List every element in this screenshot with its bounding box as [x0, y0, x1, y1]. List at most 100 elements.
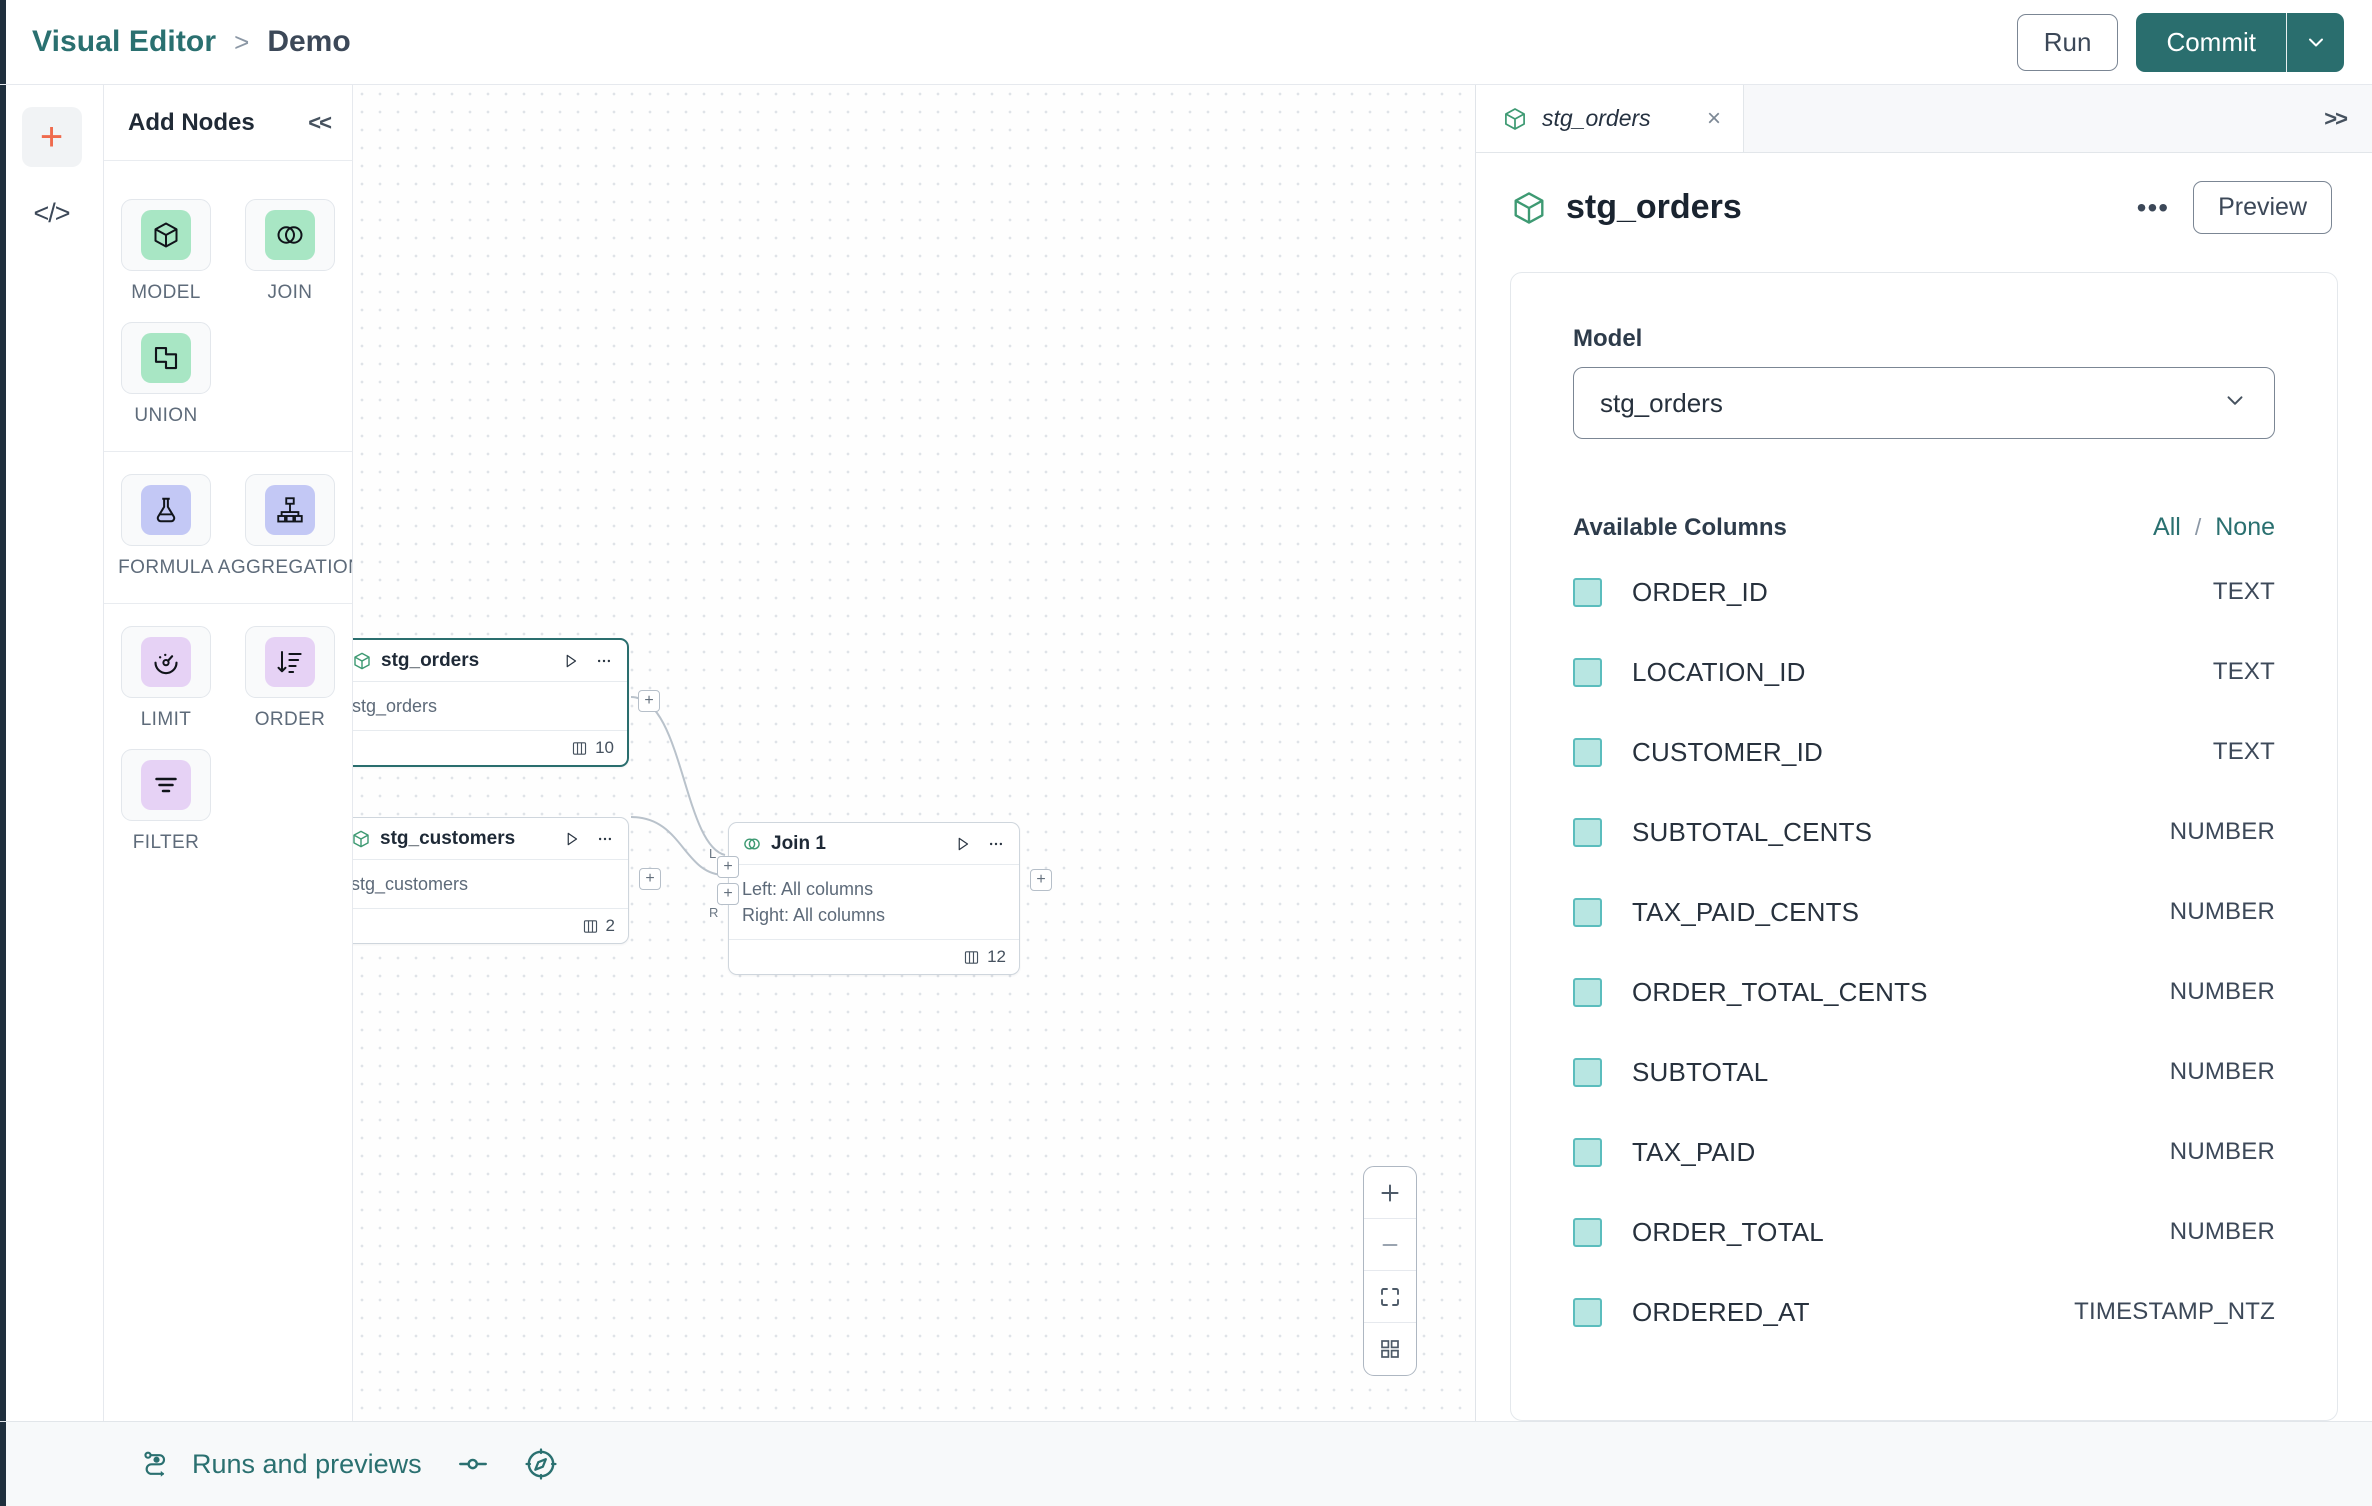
node-column-count: 12: [987, 947, 1006, 967]
node-type-label: LIMIT: [140, 709, 192, 730]
node-output-port[interactable]: +: [1030, 869, 1052, 891]
commit-dropdown-button[interactable]: [2286, 12, 2344, 72]
tab-stg-orders[interactable]: stg_orders ×: [1476, 85, 1744, 152]
column-checkbox[interactable]: [1573, 977, 1602, 1007]
main-body: + </> Add Nodes <<: [0, 85, 2372, 1421]
node-type-limit[interactable]: LIMIT: [104, 618, 228, 735]
node-swatch: [141, 333, 191, 383]
canvas-node-stg-orders[interactable]: stg_orders stg_orders: [353, 638, 660, 768]
node-header: stg_customers: [353, 818, 628, 860]
play-icon[interactable]: [563, 830, 581, 848]
column-row[interactable]: ORDER_TOTAL NUMBER: [1573, 1192, 2275, 1272]
cube-icon: [1505, 107, 1525, 130]
preview-button[interactable]: Preview: [2193, 181, 2332, 234]
node-type-label: JOIN: [267, 282, 313, 303]
node-title: Join 1: [771, 833, 826, 854]
canvas-node-stg-customers[interactable]: stg_customers stg_customers: [353, 817, 661, 945]
column-checkbox[interactable]: [1573, 817, 1602, 847]
runs-and-previews-label: Runs and previews: [192, 1448, 422, 1479]
node-tile: [245, 626, 335, 698]
column-row[interactable]: ORDER_ID TEXT: [1573, 552, 2275, 632]
zoom-in-button[interactable]: [1364, 1167, 1416, 1219]
column-row[interactable]: LOCATION_ID TEXT: [1573, 632, 2275, 712]
node-type-formula[interactable]: FORMULA: [104, 466, 228, 583]
venn-icon: [744, 838, 760, 850]
minimap-toggle-button[interactable]: [1364, 1323, 1416, 1375]
column-checkbox[interactable]: [1573, 1137, 1602, 1167]
join-right-port-label: R: [709, 905, 719, 920]
canvas-node-join-1[interactable]: Join 1 Left: All columns Right: All colu…: [709, 822, 1052, 976]
column-row[interactable]: ORDER_TOTAL_CENTS NUMBER: [1573, 952, 2275, 1032]
more-options-icon[interactable]: [986, 835, 1006, 853]
columns-icon: [964, 950, 979, 964]
column-name: SUBTOTAL_CENTS: [1632, 816, 1873, 847]
play-icon[interactable]: [954, 835, 972, 853]
node-type-label: FILTER: [132, 832, 200, 853]
column-checkbox[interactable]: [1573, 1217, 1602, 1247]
slider-toggle-icon[interactable]: [456, 1447, 490, 1481]
node-type-aggregation[interactable]: AGGREGATION: [218, 466, 352, 583]
venn-icon: [277, 226, 303, 244]
column-type: NUMBER: [2169, 818, 2275, 845]
column-checkbox[interactable]: [1573, 657, 1602, 687]
add-nodes-panel: Add Nodes <<: [104, 85, 353, 1421]
select-none-link[interactable]: None: [2215, 513, 2275, 541]
column-checkbox[interactable]: [1573, 1297, 1602, 1327]
column-checkbox[interactable]: [1573, 897, 1602, 927]
expand-panel-button[interactable]: >>: [2324, 105, 2348, 131]
column-type: NUMBER: [2169, 898, 2275, 925]
model-field-label: Model: [1573, 325, 1643, 352]
node-type-order[interactable]: ORDER: [228, 618, 352, 735]
edge-orders-to-join: [630, 696, 726, 856]
close-icon[interactable]: ×: [1706, 104, 1721, 132]
aggregation-icon: [277, 497, 303, 523]
play-icon[interactable]: [562, 652, 580, 670]
more-options-icon[interactable]: [595, 830, 615, 848]
node-header: Join 1: [729, 823, 1019, 865]
column-checkbox[interactable]: [1573, 737, 1602, 767]
join-left-input-port[interactable]: +: [717, 856, 739, 878]
model-select[interactable]: stg_orders: [1573, 367, 2275, 439]
column-name: TAX_PAID_CENTS: [1632, 896, 1860, 927]
node-output-port[interactable]: +: [638, 690, 660, 712]
compass-icon[interactable]: [524, 1447, 558, 1481]
code-view-rail-button[interactable]: </>: [22, 183, 82, 243]
column-row[interactable]: ORDERED_AT TIMESTAMP_NTZ: [1573, 1272, 2275, 1352]
select-all-link[interactable]: All: [2153, 513, 2181, 541]
join-right-input-port[interactable]: +: [717, 883, 739, 905]
column-row[interactable]: SUBTOTAL_CENTS NUMBER: [1573, 792, 2275, 872]
node-type-join[interactable]: JOIN: [228, 191, 352, 308]
flow-canvas[interactable]: stg_orders stg_orders: [353, 85, 1475, 1421]
column-row[interactable]: CUSTOMER_ID TEXT: [1573, 712, 2275, 792]
add-node-rail-button[interactable]: +: [21, 107, 82, 167]
node-type-model[interactable]: MODEL: [104, 191, 228, 308]
node-tile: [245, 474, 335, 546]
column-row[interactable]: TAX_PAID_CENTS NUMBER: [1573, 872, 2275, 952]
top-bar-actions: Run Commit: [2016, 12, 2344, 72]
more-options-icon[interactable]: •••: [2136, 191, 2170, 223]
node-type-union[interactable]: UNION: [104, 314, 228, 431]
column-checkbox[interactable]: [1573, 577, 1602, 607]
runs-and-previews-button[interactable]: Runs and previews: [140, 1448, 422, 1480]
node-output-port[interactable]: +: [639, 868, 661, 890]
fit-view-button[interactable]: [1364, 1271, 1416, 1323]
commit-button[interactable]: Commit: [2136, 12, 2286, 72]
collapse-panel-button[interactable]: <<: [308, 109, 332, 135]
run-button[interactable]: Run: [2016, 13, 2119, 71]
node-type-filter[interactable]: FILTER: [104, 741, 228, 858]
node-type-label: UNION: [134, 405, 198, 426]
available-columns-title: Available Columns: [1573, 514, 1787, 541]
breadcrumb: Visual Editor > Demo: [32, 25, 351, 59]
column-row[interactable]: SUBTOTAL NUMBER: [1573, 1032, 2275, 1112]
node-tile: [121, 474, 211, 546]
column-checkbox[interactable]: [1573, 1057, 1602, 1087]
node-swatch: [141, 485, 191, 535]
panel-header-actions: ••• Preview: [2137, 181, 2332, 234]
zoom-out-button[interactable]: [1364, 1219, 1416, 1271]
breadcrumb-root-link[interactable]: Visual Editor: [32, 25, 217, 58]
more-options-icon[interactable]: [594, 652, 614, 670]
cube-icon: [353, 830, 369, 848]
node-group-sources: MODEL JOIN: [104, 177, 352, 451]
column-row[interactable]: TAX_PAID NUMBER: [1573, 1112, 2275, 1192]
fit-icon: [1381, 1287, 1399, 1306]
